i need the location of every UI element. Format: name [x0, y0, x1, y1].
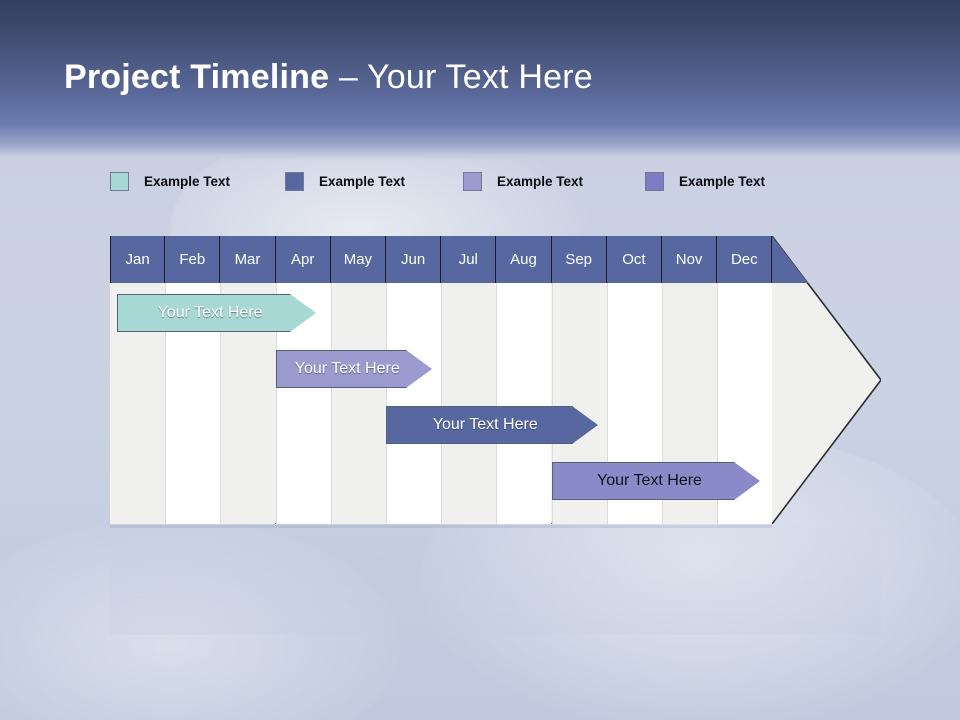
month-header-label: May [343, 251, 373, 268]
timeline-bar[interactable]: Your Text Here [275, 350, 433, 388]
timeline-bar-body [117, 294, 291, 332]
timeline-bar-arrow-icon [289, 294, 316, 332]
month-header-label: Mar [234, 251, 261, 268]
column-separator [662, 283, 663, 524]
timeline-bar-label: Your Text Here [432, 416, 538, 433]
legend: Example Text Example Text Example Text Exam… [110, 169, 830, 193]
timeline-bar-arrow-icon [734, 462, 761, 500]
legend-item: Example Text [285, 169, 405, 193]
month-header-may: May [330, 236, 386, 283]
month-header-jun: Jun [386, 236, 442, 283]
page-title-regular: – Your Text Here [329, 58, 593, 96]
month-header-apr: Apr [275, 236, 331, 283]
timeline-bar-arrow-icon [571, 406, 598, 444]
month-header-sep: Sep [551, 236, 607, 283]
column-separator [330, 283, 332, 524]
timeline-bar-label: Your Text Here [596, 472, 702, 489]
timeline-bar-arrow-icon [405, 350, 432, 388]
month-header-label: Apr [291, 251, 315, 268]
timeline-bar[interactable]: Your Text Here [551, 462, 762, 500]
timeline-chart: Jan Feb Mar Apr May Jun Jul Aug Sep Oct Nov Dec You… [110, 236, 881, 524]
month-header-label: Oct [622, 251, 646, 268]
legend-item-label: Example Text [679, 173, 766, 189]
month-header-label: Jul [458, 251, 478, 268]
legend-swatch-icon [645, 171, 664, 191]
month-header-label: Sep [565, 251, 593, 268]
month-header-jul: Jul [441, 236, 497, 283]
timeline-bar[interactable]: Your Text Here [386, 406, 599, 444]
month-header-dec: Dec [717, 236, 772, 283]
legend-item: Example Text [463, 169, 583, 193]
month-header-label: Aug [510, 251, 537, 268]
month-column-feb [165, 236, 221, 524]
legend-item-label: Example Text [144, 173, 231, 189]
month-header-label: Dec [730, 251, 758, 268]
timeline-bar-label: Your Text Here [294, 360, 400, 377]
page-title-bold: Project Timeline [64, 58, 330, 96]
month-header-mar: Mar [220, 236, 276, 283]
month-header-label: Feb [179, 251, 206, 268]
legend-item-label: Example Text [319, 173, 406, 189]
timeline-bar[interactable]: Your Text Here [117, 294, 317, 332]
column-separator [165, 283, 167, 524]
month-header-oct: Oct [606, 236, 662, 283]
month-column-jul [441, 236, 497, 524]
month-header-label: Jan [125, 251, 150, 268]
month-column-aug [496, 236, 552, 524]
month-column-mar [220, 236, 276, 524]
timeline-bar-body [386, 406, 573, 444]
column-separator [220, 283, 222, 524]
column-separator [275, 283, 277, 524]
timeline-bar-label: Your Text Here [157, 304, 263, 321]
legend-swatch-icon [285, 171, 304, 191]
title-band [0, 0, 960, 160]
page-title: Project Timeline – Your Text Here [64, 58, 593, 97]
legend-item: Example Text [645, 169, 765, 193]
chart-columns: Jan Feb Mar Apr May Jun Jul Aug Sep Oct Nov Dec [110, 236, 772, 524]
month-header-aug: Aug [496, 236, 552, 283]
legend-item: Example Text [110, 169, 230, 193]
column-separator [496, 283, 498, 524]
month-header-jan: Jan [110, 236, 166, 283]
month-column-jan [110, 236, 165, 524]
column-separator [441, 283, 443, 524]
legend-swatch-icon [463, 171, 482, 191]
legend-item-label: Example Text [497, 173, 584, 189]
month-header-label: Jun [401, 251, 426, 268]
column-separator [606, 283, 608, 524]
arrow-head-band [772, 236, 808, 283]
column-separator [551, 283, 553, 524]
column-separator [386, 283, 387, 524]
month-header-feb: Feb [165, 236, 221, 283]
legend-swatch-icon [110, 171, 129, 191]
column-separator [717, 283, 719, 524]
month-header-nov: Nov [662, 236, 718, 283]
month-header-label: Nov [675, 251, 703, 268]
